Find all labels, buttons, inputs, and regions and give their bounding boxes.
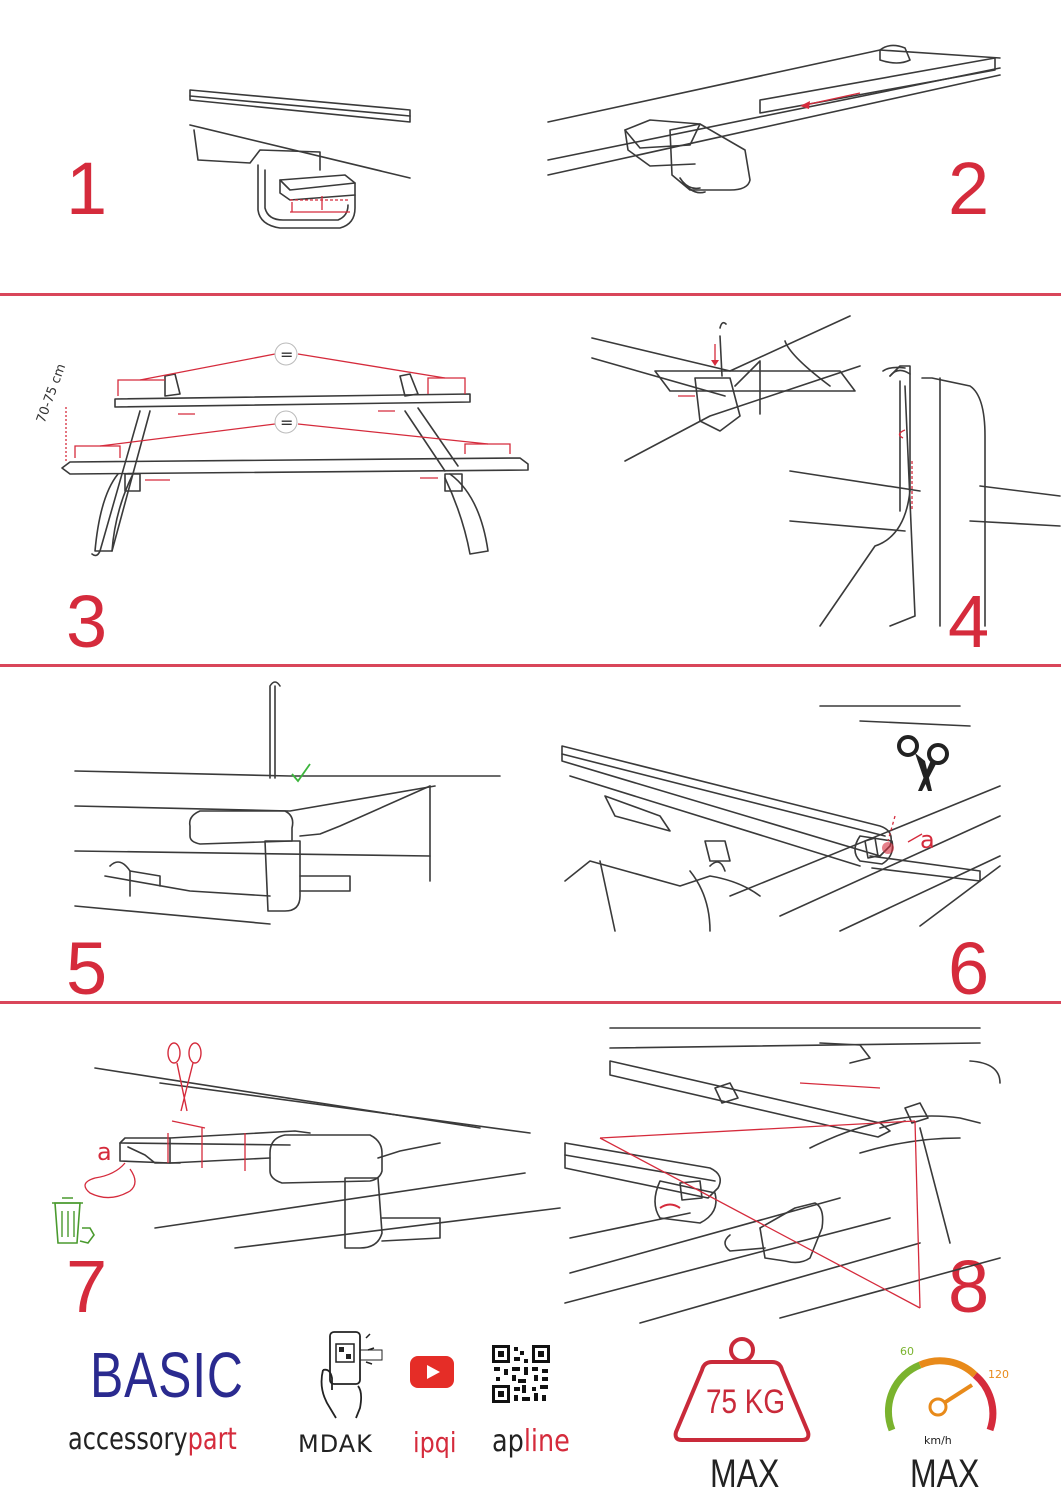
brand-part-text: part	[187, 1422, 237, 1457]
brand-apline-logo: apline	[492, 1424, 570, 1459]
brand-mdak-logo: MDAK	[298, 1430, 373, 1458]
step-number-1: 1	[66, 147, 108, 230]
step4-illustration	[591, 315, 1061, 627]
step-number-8: 8	[948, 1245, 990, 1328]
section-divider	[0, 1001, 1061, 1004]
step5-illustration	[74, 681, 501, 925]
weight-capacity: 75 KG	[706, 1383, 786, 1421]
equal-mark-bottom: =	[280, 413, 294, 432]
section-divider	[0, 664, 1061, 667]
brand-basic-logo: BASIC	[90, 1339, 244, 1411]
equal-mark-top: =	[280, 345, 294, 364]
step-number-7: 7	[66, 1245, 108, 1328]
step1-illustration	[189, 89, 411, 229]
brand-accessorypart-logo: accessorypart	[68, 1422, 237, 1457]
speed-high-label: 120	[988, 1368, 1009, 1381]
weight-icon	[673, 1337, 811, 1442]
weight-max-label: MAX	[710, 1452, 780, 1496]
step7-illustration	[52, 1042, 561, 1249]
step-number-2: 2	[948, 147, 990, 230]
brand-line-text: line	[523, 1424, 570, 1459]
step-number-6: 6	[948, 927, 990, 1010]
part-a-label-step7: a	[97, 1138, 112, 1166]
brand-accessory-text: accessory	[68, 1422, 188, 1457]
part-a-label-step6: a	[920, 826, 935, 854]
step-number-4: 4	[948, 580, 990, 663]
youtube-icon[interactable]	[410, 1356, 454, 1388]
phone-scan-icon	[320, 1331, 383, 1419]
step-number-3: 3	[66, 580, 108, 663]
qr-code-icon[interactable]	[492, 1345, 550, 1403]
step2-illustration	[547, 44, 1001, 194]
brand-ap-text: ap	[492, 1424, 524, 1459]
step-number-5: 5	[66, 927, 108, 1010]
speed-unit-label: km/h	[924, 1434, 952, 1447]
step3-illustration	[61, 342, 529, 557]
step6-illustration	[561, 705, 1001, 932]
section-divider	[0, 293, 1061, 296]
speed-max-label: MAX	[910, 1452, 980, 1496]
step8-illustration	[564, 1027, 1001, 1324]
speed-low-label: 60	[900, 1345, 914, 1358]
brand-ipqi-logo: ipqi	[413, 1426, 457, 1459]
speedometer-icon	[884, 1357, 997, 1432]
